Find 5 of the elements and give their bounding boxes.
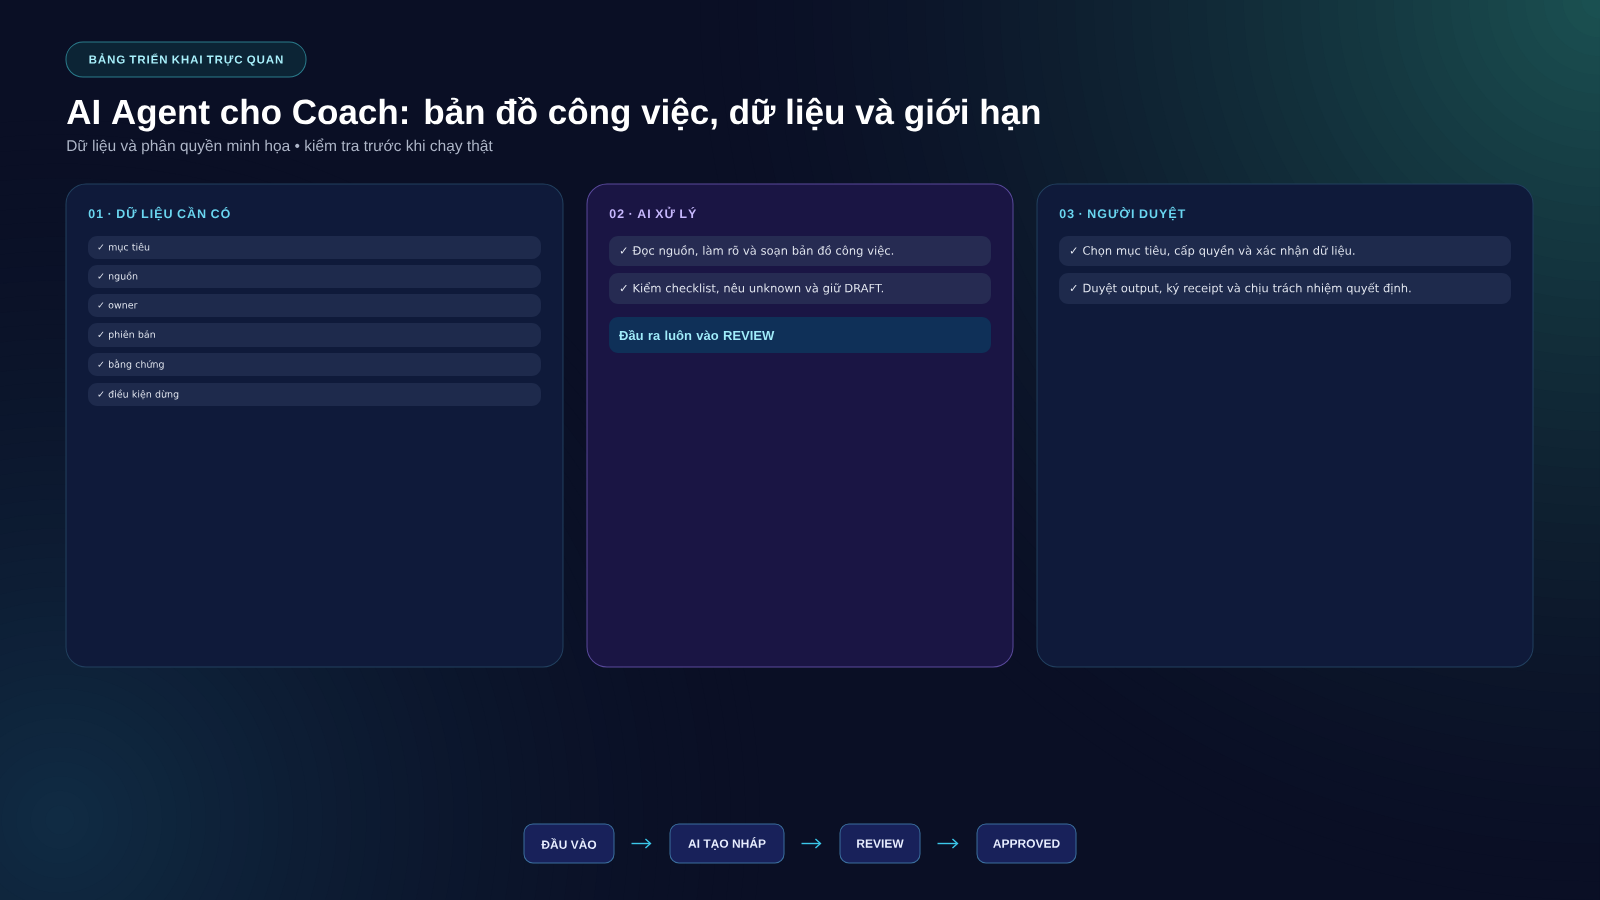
panel-heading: 02 · AI XỬ LÝ xyxy=(609,206,697,219)
title: AI Agent cho Coach: bản đồ công việc, dữ liệu và giới hạn xyxy=(67,97,1040,132)
panel-heading: 01 · DỮ LIỆU CẦN CÓ xyxy=(88,206,230,221)
panel-heading: 03 · NGƯỜI DUYỆT xyxy=(1059,206,1186,221)
subtitle: Dữ liệu và phân quyền minh họa • kiểm tra trước khi chạy thật xyxy=(67,138,493,155)
